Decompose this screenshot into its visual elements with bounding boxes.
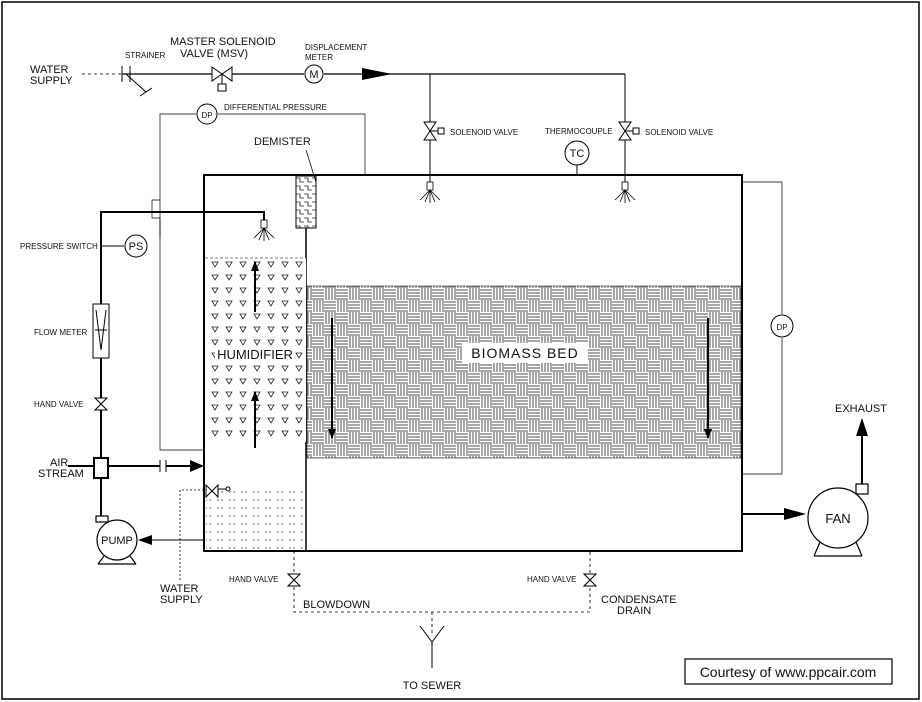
humidifier-label-bg	[215, 346, 295, 364]
solenoid-valve-2-label: SOLENOID VALVE	[645, 128, 713, 137]
solenoid-valve-2-icon[interactable]	[618, 121, 640, 141]
flow-arrow-icon	[362, 68, 392, 80]
air-stream-line	[68, 457, 194, 479]
meter-symbol: M	[309, 69, 318, 81]
drain-lines	[293, 551, 591, 636]
blowdown-label: BLOWDOWN	[303, 599, 370, 611]
hand-valve-condensate-label: HAND VALVE	[527, 575, 577, 584]
exhaust-label: EXHAUST	[835, 403, 887, 415]
humidifier-spray-nozzle-icon	[253, 219, 275, 241]
fan-label: FAN	[825, 511, 850, 526]
exhaust-arrow-icon	[856, 418, 868, 436]
air-stream-arrow-icon	[190, 460, 204, 472]
sewer-funnel-icon	[419, 625, 445, 668]
hand-valve-condensate-icon[interactable]	[582, 573, 598, 587]
fan-inlet-arrow-icon	[784, 508, 806, 520]
fan-icon	[807, 483, 869, 557]
pump-suction-arrow-icon	[138, 535, 152, 545]
dp-right-symbol: DP	[776, 323, 787, 332]
strainer-icon	[121, 66, 153, 97]
flow-meter-icon	[92, 303, 110, 359]
thermocouple-icon: TC	[564, 140, 590, 176]
hand-valve-left-label: HAND VALVE	[34, 400, 84, 409]
air-stream-label-1: AIR	[50, 457, 68, 469]
solenoid-valve-1-icon[interactable]	[423, 121, 445, 141]
float-valve-icon[interactable]	[205, 483, 231, 499]
humidifier-sump-water	[206, 488, 305, 550]
demister-label: DEMISTER	[254, 136, 311, 148]
tc-symbol: TC	[570, 148, 585, 160]
biomass-bed	[306, 285, 742, 459]
biomass-bed-label: BIOMASS BED	[471, 345, 578, 361]
pump-label: PUMP	[101, 535, 133, 547]
water-supply-bottom-label-2: SUPPLY	[160, 594, 203, 606]
recirculation-line	[100, 211, 265, 516]
water-supply-top-label-2: SUPPLY	[30, 75, 73, 87]
water-supply-line	[82, 68, 626, 182]
credit-box	[684, 658, 893, 685]
differential-pressure-gauge-right: DP	[742, 181, 794, 475]
biomass-bed-label-bg	[462, 343, 588, 363]
dp-tube-left	[151, 199, 204, 451]
spray-nozzle-2-icon	[614, 181, 636, 203]
dp-top-symbol: DP	[201, 111, 212, 120]
master-solenoid-valve-icon[interactable]	[211, 66, 233, 92]
spray-nozzle-1-icon	[419, 181, 441, 203]
master-valve-label-1: MASTER SOLENOID	[170, 36, 276, 48]
airflow-arrows	[251, 261, 712, 448]
hand-valve-blowdown-icon[interactable]	[286, 573, 302, 587]
biofilter-vessel	[203, 174, 743, 552]
pump-icon	[95, 515, 138, 565]
air-stream-label-2: STREAM	[38, 468, 84, 480]
master-valve-label-2: VALVE (MSV)	[180, 48, 248, 60]
solenoid-valve-1-label: SOLENOID VALVE	[450, 128, 518, 137]
pressure-switch-label: PRESSURE SWITCH	[20, 242, 98, 251]
pressure-switch-icon: PS	[101, 234, 148, 258]
water-supply-top-label-1: WATER	[30, 64, 69, 76]
water-supply-bottom-label-1: WATER	[160, 583, 199, 595]
strainer-label: STRAINER	[125, 51, 166, 60]
condensate-drain-label-1: CONDENSATE	[601, 594, 677, 606]
hand-valve-left-icon[interactable]	[93, 397, 109, 411]
displacement-meter-icon: M	[304, 64, 324, 84]
to-sewer-label: TO SEWER	[403, 680, 462, 692]
ps-symbol: PS	[129, 241, 144, 253]
differential-pressure-gauge-top: DP	[159, 103, 366, 238]
thermocouple-label: THERMOCOUPLE	[545, 127, 613, 136]
displacement-meter-label-2: METER	[305, 53, 333, 62]
differential-pressure-label: DIFFERENTIAL PRESSURE	[224, 103, 327, 112]
flow-meter-label: FLOW METER	[34, 328, 88, 337]
displacement-meter-label-1: DISPLACEMENT	[305, 43, 367, 52]
credit-text: Courtesy of www.ppcair.com	[700, 664, 877, 680]
demister	[295, 175, 317, 229]
condensate-drain-label-2: DRAIN	[617, 605, 651, 617]
hand-valve-blowdown-label: HAND VALVE	[229, 575, 279, 584]
humidifier-label: HUMIDIFIER	[217, 347, 293, 362]
makeup-water-line	[179, 489, 206, 580]
